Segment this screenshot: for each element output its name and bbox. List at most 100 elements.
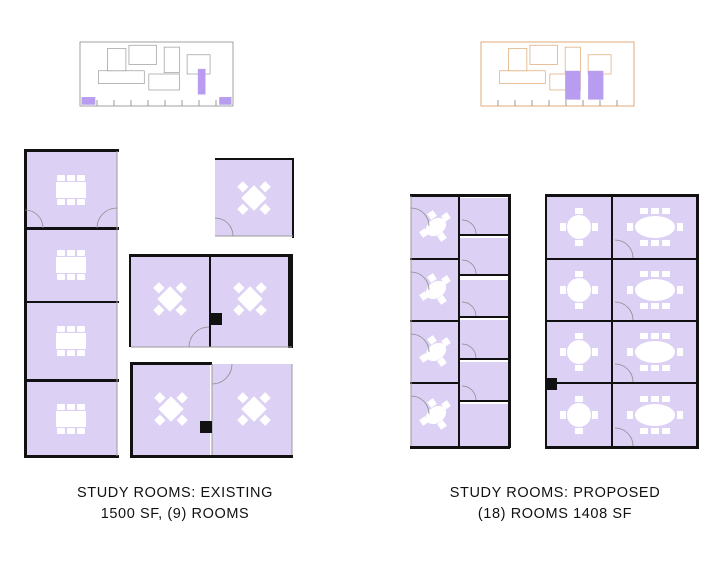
chair [677, 411, 683, 419]
chair [419, 353, 429, 363]
chair [560, 223, 566, 231]
proposed-caption-stats: (18) ROOMS 1408 SF [477, 506, 633, 522]
wall [508, 194, 511, 448]
column [200, 421, 212, 433]
table [567, 403, 591, 427]
chair [259, 414, 271, 426]
chair [237, 203, 249, 215]
wall [460, 316, 509, 318]
wall [24, 227, 119, 230]
key-plan-highlight [81, 97, 96, 105]
wall [410, 382, 460, 384]
wall [460, 274, 509, 276]
chair [627, 411, 633, 419]
chair [592, 286, 598, 294]
chair [57, 175, 65, 181]
chair [627, 348, 633, 356]
chair [575, 303, 583, 309]
chair [560, 411, 566, 419]
table [425, 405, 447, 425]
chair [427, 210, 437, 220]
chair [57, 326, 65, 332]
table [567, 215, 591, 239]
table [635, 216, 675, 238]
chair [677, 348, 683, 356]
chair [67, 350, 75, 356]
chair [77, 404, 85, 410]
study-room [460, 362, 508, 400]
chair [437, 357, 447, 367]
table [237, 286, 263, 312]
study-room [460, 404, 508, 446]
chair [662, 365, 670, 371]
door-swing [614, 239, 634, 259]
table [241, 396, 267, 422]
chair [575, 396, 583, 402]
existing-caption-title: STUDY ROOMS: EXISTING [76, 485, 274, 501]
key-plan-space [499, 70, 546, 84]
key-plan-space [98, 70, 145, 84]
chair [441, 400, 451, 410]
table [635, 404, 675, 426]
chair [77, 175, 85, 181]
chair [640, 428, 648, 434]
chair [237, 181, 249, 193]
existing-caption: STUDY ROOMS: EXISTING 1500 SF, (9) ROOMS [45, 483, 305, 525]
chair [153, 304, 165, 316]
wall [215, 158, 294, 160]
proposed-caption-title: STUDY ROOMS: PROPOSED [449, 485, 661, 501]
wall [545, 446, 699, 449]
wall [288, 254, 293, 348]
table [56, 182, 86, 198]
wall [130, 362, 133, 458]
wall [129, 254, 131, 347]
chair [77, 250, 85, 256]
chair [437, 232, 447, 242]
table [56, 333, 86, 349]
wall [24, 149, 119, 152]
chair [67, 404, 75, 410]
wall [209, 254, 211, 347]
chair [651, 333, 659, 339]
table [567, 278, 591, 302]
chair [237, 392, 249, 404]
wall [545, 382, 698, 384]
chair [651, 271, 659, 277]
chair [640, 240, 648, 246]
chair [441, 212, 451, 222]
door-swing [461, 301, 477, 317]
key-plan-highlight [588, 70, 604, 100]
chair [651, 428, 659, 434]
chair [651, 396, 659, 402]
table [635, 279, 675, 301]
chair [662, 240, 670, 246]
chair [662, 396, 670, 402]
chair [640, 333, 648, 339]
chair [651, 240, 659, 246]
chair [259, 392, 271, 404]
door-swing [461, 219, 477, 235]
chair [233, 304, 245, 316]
door-swing [461, 385, 477, 401]
door-swing [614, 363, 634, 383]
chair [77, 428, 85, 434]
chair [575, 271, 583, 277]
existing-caption-stats: 1500 SF, (9) ROOMS [100, 506, 250, 522]
chair [67, 175, 75, 181]
key-plan-space [148, 73, 180, 91]
door-swing [461, 259, 477, 275]
chair [575, 428, 583, 434]
chair [259, 203, 271, 215]
chair [233, 282, 245, 294]
table [425, 280, 447, 300]
wall [24, 149, 27, 458]
chair [154, 392, 166, 404]
key-plan-highlight [565, 70, 581, 100]
table [425, 217, 447, 237]
wall [460, 400, 509, 402]
table [635, 341, 675, 363]
column [545, 378, 557, 390]
chair [662, 428, 670, 434]
chair [57, 350, 65, 356]
chair [640, 208, 648, 214]
